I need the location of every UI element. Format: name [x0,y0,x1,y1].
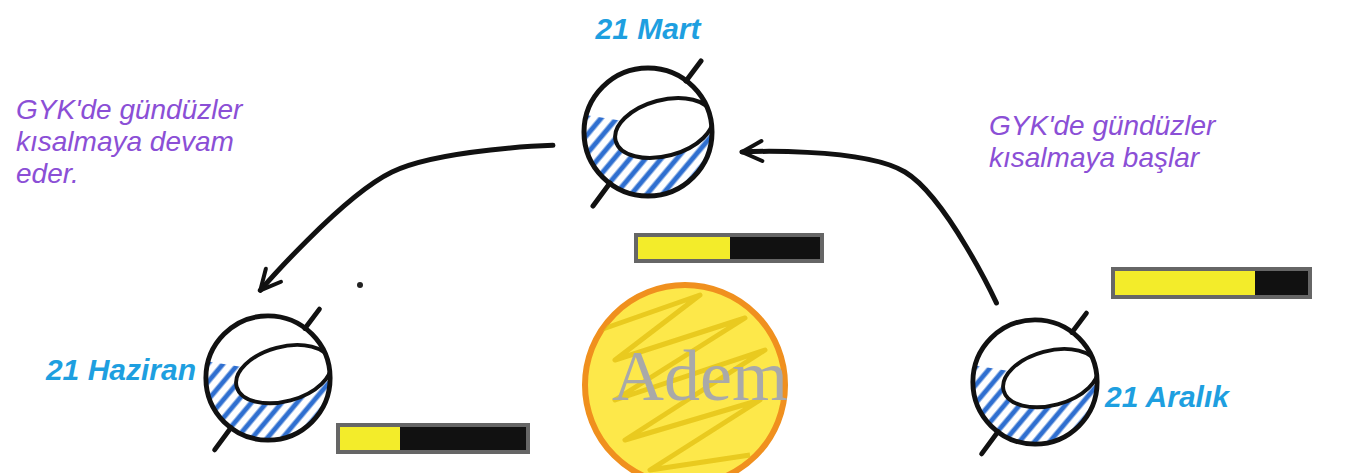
day-length-bar [338,425,528,452]
globe-drawing [969,316,1101,448]
ink-dot [357,282,363,288]
earth-globe: 21 Aralık [969,316,1101,448]
earth-globe: 21 Mart [580,64,716,200]
date-label: 21 Haziran [46,353,196,387]
date-label: 21 Mart [595,12,700,46]
globe-drawing [202,312,334,444]
curved-arrow [260,145,553,290]
watermark: Adem [612,335,788,418]
arrow-note: GYK'de gündüzler kısalmaya devam eder. [12,92,260,193]
date-label: 21 Aralık [1105,380,1229,414]
day-length-bar [1113,269,1310,297]
curved-arrow [742,151,997,302]
day-length-bar [636,235,822,261]
earth-globe: 21 Haziran [202,312,334,444]
globe-drawing [580,64,716,200]
arrow-note: GYK'de gündüzler kısalmaya başlar [985,108,1293,176]
